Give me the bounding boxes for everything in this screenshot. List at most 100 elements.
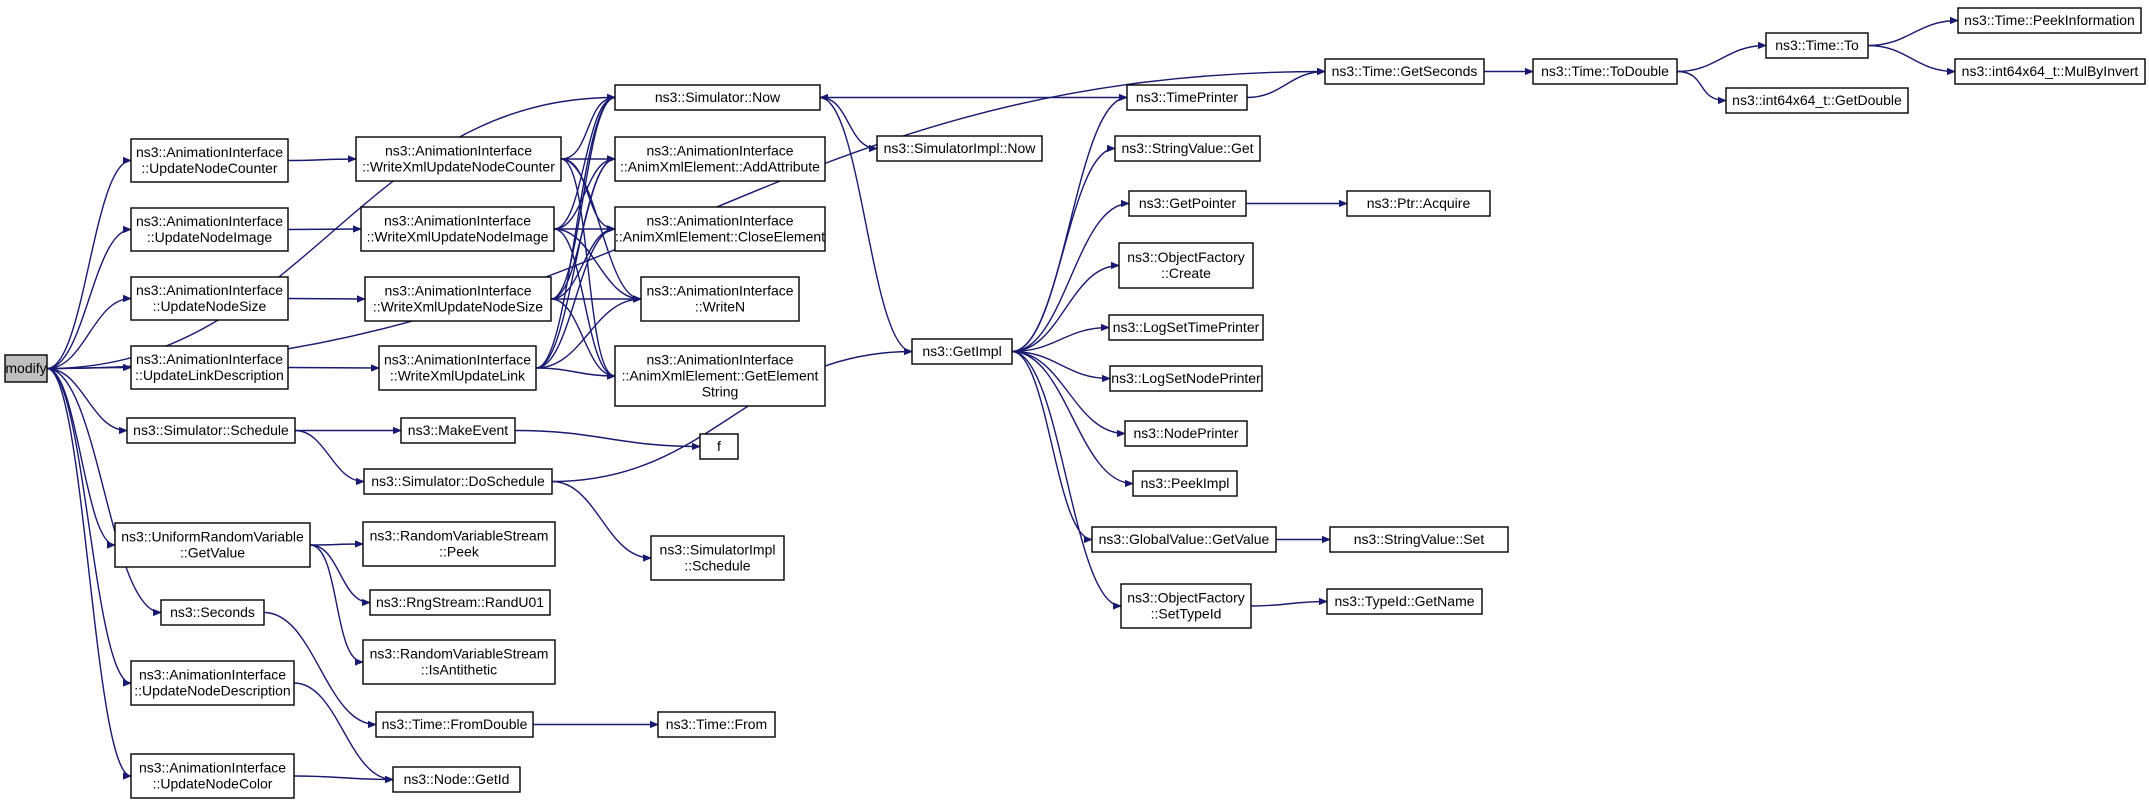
node-time_fromdouble[interactable]: ns3::Time::FromDouble [375, 711, 534, 738]
node-label: ns3::Node::GetId [404, 771, 510, 787]
node-of_create[interactable]: ns3::ObjectFactory::Create [1118, 242, 1254, 289]
node-time_peekinfo[interactable]: ns3::Time::PeekInformation [1957, 7, 2142, 34]
node-box [355, 136, 562, 182]
edge-ai_wxul-to-axe_addattr [535, 159, 616, 369]
node-label: ::SetTypeId [1151, 605, 1222, 621]
node-label: ::WriteXmlUpdateNodeSize [373, 298, 543, 314]
node-box [4, 354, 48, 383]
node-logsettimeprinter[interactable]: ns3::LogSetTimePrinter [1108, 314, 1264, 341]
node-rvs_peek[interactable]: ns3::RandomVariableStream::Peek [362, 521, 556, 567]
edge-ai_wxuni-to-sim_now [553, 98, 616, 230]
node-ai_wxunc[interactable]: ns3::AnimationInterface::WriteXmlUpdateN… [355, 136, 562, 182]
node-nodeprinter[interactable]: ns3::NodePrinter [1124, 420, 1248, 447]
node-ai_wxuni[interactable]: ns3::AnimationInterface::WriteXmlUpdateN… [360, 206, 555, 252]
node-logsetnodeprinter[interactable]: ns3::LogSetNodePrinter [1109, 365, 1263, 392]
node-box [1324, 58, 1485, 85]
node-simimpl_sched[interactable]: ns3::SimulatorImpl::Schedule [650, 535, 785, 581]
edge-ai_uns-to-ai_wxuns [287, 299, 365, 300]
node-label: ::IsAntithetic [421, 661, 497, 677]
node-box [1128, 190, 1247, 217]
edge-time_todouble-to-int64_getdouble [1676, 70, 1726, 101]
node-sv_set[interactable]: ns3::StringValue::Set [1329, 526, 1509, 553]
node-make_event[interactable]: ns3::MakeEvent [400, 417, 516, 444]
node-label: ns3::Ptr::Acquire [1367, 195, 1471, 211]
node-int64_mulbyinvert[interactable]: ns3::int64x64_t::MulByInvert [1954, 58, 2146, 85]
edge-sim_sched-to-sim_dosched [294, 429, 365, 482]
node-gv_getvalue[interactable]: ns3::GlobalValue::GetValue [1091, 526, 1277, 553]
node-label: ns3::AnimationInterface [136, 144, 283, 160]
node-time_getseconds[interactable]: ns3::Time::GetSeconds [1324, 58, 1485, 85]
node-int64_getdouble[interactable]: ns3::int64x64_t::GetDouble [1725, 87, 1909, 114]
node-ai_uni[interactable]: ns3::AnimationInterface::UpdateNodeImage [130, 207, 289, 252]
edge-getimpl-to-nodeprinter [1011, 350, 1125, 434]
node-label: ns3::ObjectFactory [1127, 589, 1245, 605]
node-label: ns3::LogSetNodePrinter [1111, 370, 1261, 386]
node-simimpl_now[interactable]: ns3::SimulatorImpl::Now [876, 135, 1043, 162]
node-time_to[interactable]: ns3::Time::To [1765, 32, 1869, 59]
node-box [640, 276, 800, 322]
node-label: ::UpdateNodeDescription [134, 682, 290, 698]
node-of_settypeid[interactable]: ns3::ObjectFactory::SetTypeId [1120, 583, 1252, 629]
node-label: ::WriteXmlUpdateNodeCounter [362, 158, 555, 174]
node-axe_close[interactable]: ns3::AnimationInterface::AnimXmlElement:… [614, 206, 826, 252]
node-seconds[interactable]: ns3::Seconds [160, 599, 265, 626]
node-box [126, 417, 296, 444]
node-sim_dosched[interactable]: ns3::Simulator::DoSchedule [363, 468, 553, 495]
node-sv_get[interactable]: ns3::StringValue::Get [1114, 135, 1261, 162]
node-peekimpl[interactable]: ns3::PeekImpl [1132, 470, 1238, 497]
node-ai_und[interactable]: ns3::AnimationInterface::UpdateNodeDescr… [130, 660, 295, 706]
node-label: ::UpdateNodeSize [153, 298, 267, 314]
node-label: ns3::Time::To [1775, 37, 1859, 53]
node-label: ::WriteXmlUpdateLink [390, 367, 526, 383]
node-timeprinter[interactable]: ns3::TimePrinter [1126, 84, 1248, 111]
node-sim_now[interactable]: ns3::Simulator::Now [614, 84, 821, 111]
node-typeid_getname[interactable]: ns3::TypeId::GetName [1326, 588, 1483, 615]
node-label: ns3::GetPointer [1139, 195, 1237, 211]
node-node_getid[interactable]: ns3::Node::GetId [392, 766, 521, 793]
node-label: ns3::TypeId::GetName [1334, 593, 1474, 609]
edge-modify-to-ai_uns [46, 299, 131, 370]
edge-ai_uld-to-ai_wxul [287, 368, 379, 369]
node-getpointer[interactable]: ns3::GetPointer [1128, 190, 1247, 217]
node-rvs_isanti[interactable]: ns3::RandomVariableStream::IsAntithetic [362, 639, 556, 685]
edge-ai_wxunc-to-axe_getstr [560, 158, 616, 376]
edge-layer [46, 21, 1958, 780]
node-box [1132, 470, 1238, 497]
node-getimpl[interactable]: ns3::GetImpl [911, 338, 1013, 365]
node-f[interactable]: f [699, 433, 739, 460]
node-label: ns3::Time::GetSeconds [1332, 63, 1478, 79]
node-ptr_acquire[interactable]: ns3::Ptr::Acquire [1346, 190, 1491, 217]
node-box [876, 135, 1043, 162]
node-axe_getstr[interactable]: ns3::AnimationInterface::AnimXmlElement:… [614, 345, 826, 407]
node-box [130, 207, 289, 252]
node-ai_uncol[interactable]: ns3::AnimationInterface::UpdateNodeColor [130, 753, 295, 799]
node-label: ns3::AnimationInterface [136, 351, 283, 367]
node-ai_uns[interactable]: ns3::AnimationInterface::UpdateNodeSize [130, 276, 289, 321]
edge-time_to-to-time_peekinfo [1867, 21, 1958, 47]
node-ai_uld[interactable]: ns3::AnimationInterface::UpdateLinkDescr… [130, 345, 289, 390]
node-box [1124, 420, 1248, 447]
node-urv_gv[interactable]: ns3::UniformRandomVariable::GetValue [114, 522, 311, 568]
node-axe_addattr[interactable]: ns3::AnimationInterface::AnimXmlElement:… [614, 136, 826, 182]
edge-modify-to-urv_gv [46, 367, 116, 546]
node-sim_sched[interactable]: ns3::Simulator::Schedule [126, 417, 296, 444]
node-box [130, 138, 289, 183]
edge-sim_dosched-to-simimpl_sched [551, 480, 651, 559]
node-box [650, 535, 785, 581]
node-box [614, 136, 826, 182]
node-time_from[interactable]: ns3::Time::From [657, 711, 776, 738]
node-time_todouble[interactable]: ns3::Time::ToDouble [1532, 58, 1678, 85]
node-ai_wxul[interactable]: ns3::AnimationInterface::WriteXmlUpdateL… [378, 345, 537, 391]
node-ai_unc[interactable]: ns3::AnimationInterface::UpdateNodeCount… [130, 138, 289, 183]
node-box [130, 660, 295, 706]
edge-ai_wxul-to-sim_now [535, 98, 616, 369]
node-label: ::AnimXmlElement::CloseElement [615, 228, 825, 244]
edge-time_to-to-int64_mulbyinvert [1867, 44, 1955, 72]
node-box [1329, 526, 1509, 553]
node-rng_randu01[interactable]: ns3::RngStream::RandU01 [369, 589, 551, 616]
node-label: ns3::Time::From [666, 716, 767, 732]
node-label: ::UpdateNodeImage [147, 229, 273, 245]
node-label: ns3::AnimationInterface [384, 351, 531, 367]
node-ai_writen[interactable]: ns3::AnimationInterface::WriteN [640, 276, 800, 322]
node-ai_wxuns[interactable]: ns3::AnimationInterface::WriteXmlUpdateN… [364, 276, 552, 322]
